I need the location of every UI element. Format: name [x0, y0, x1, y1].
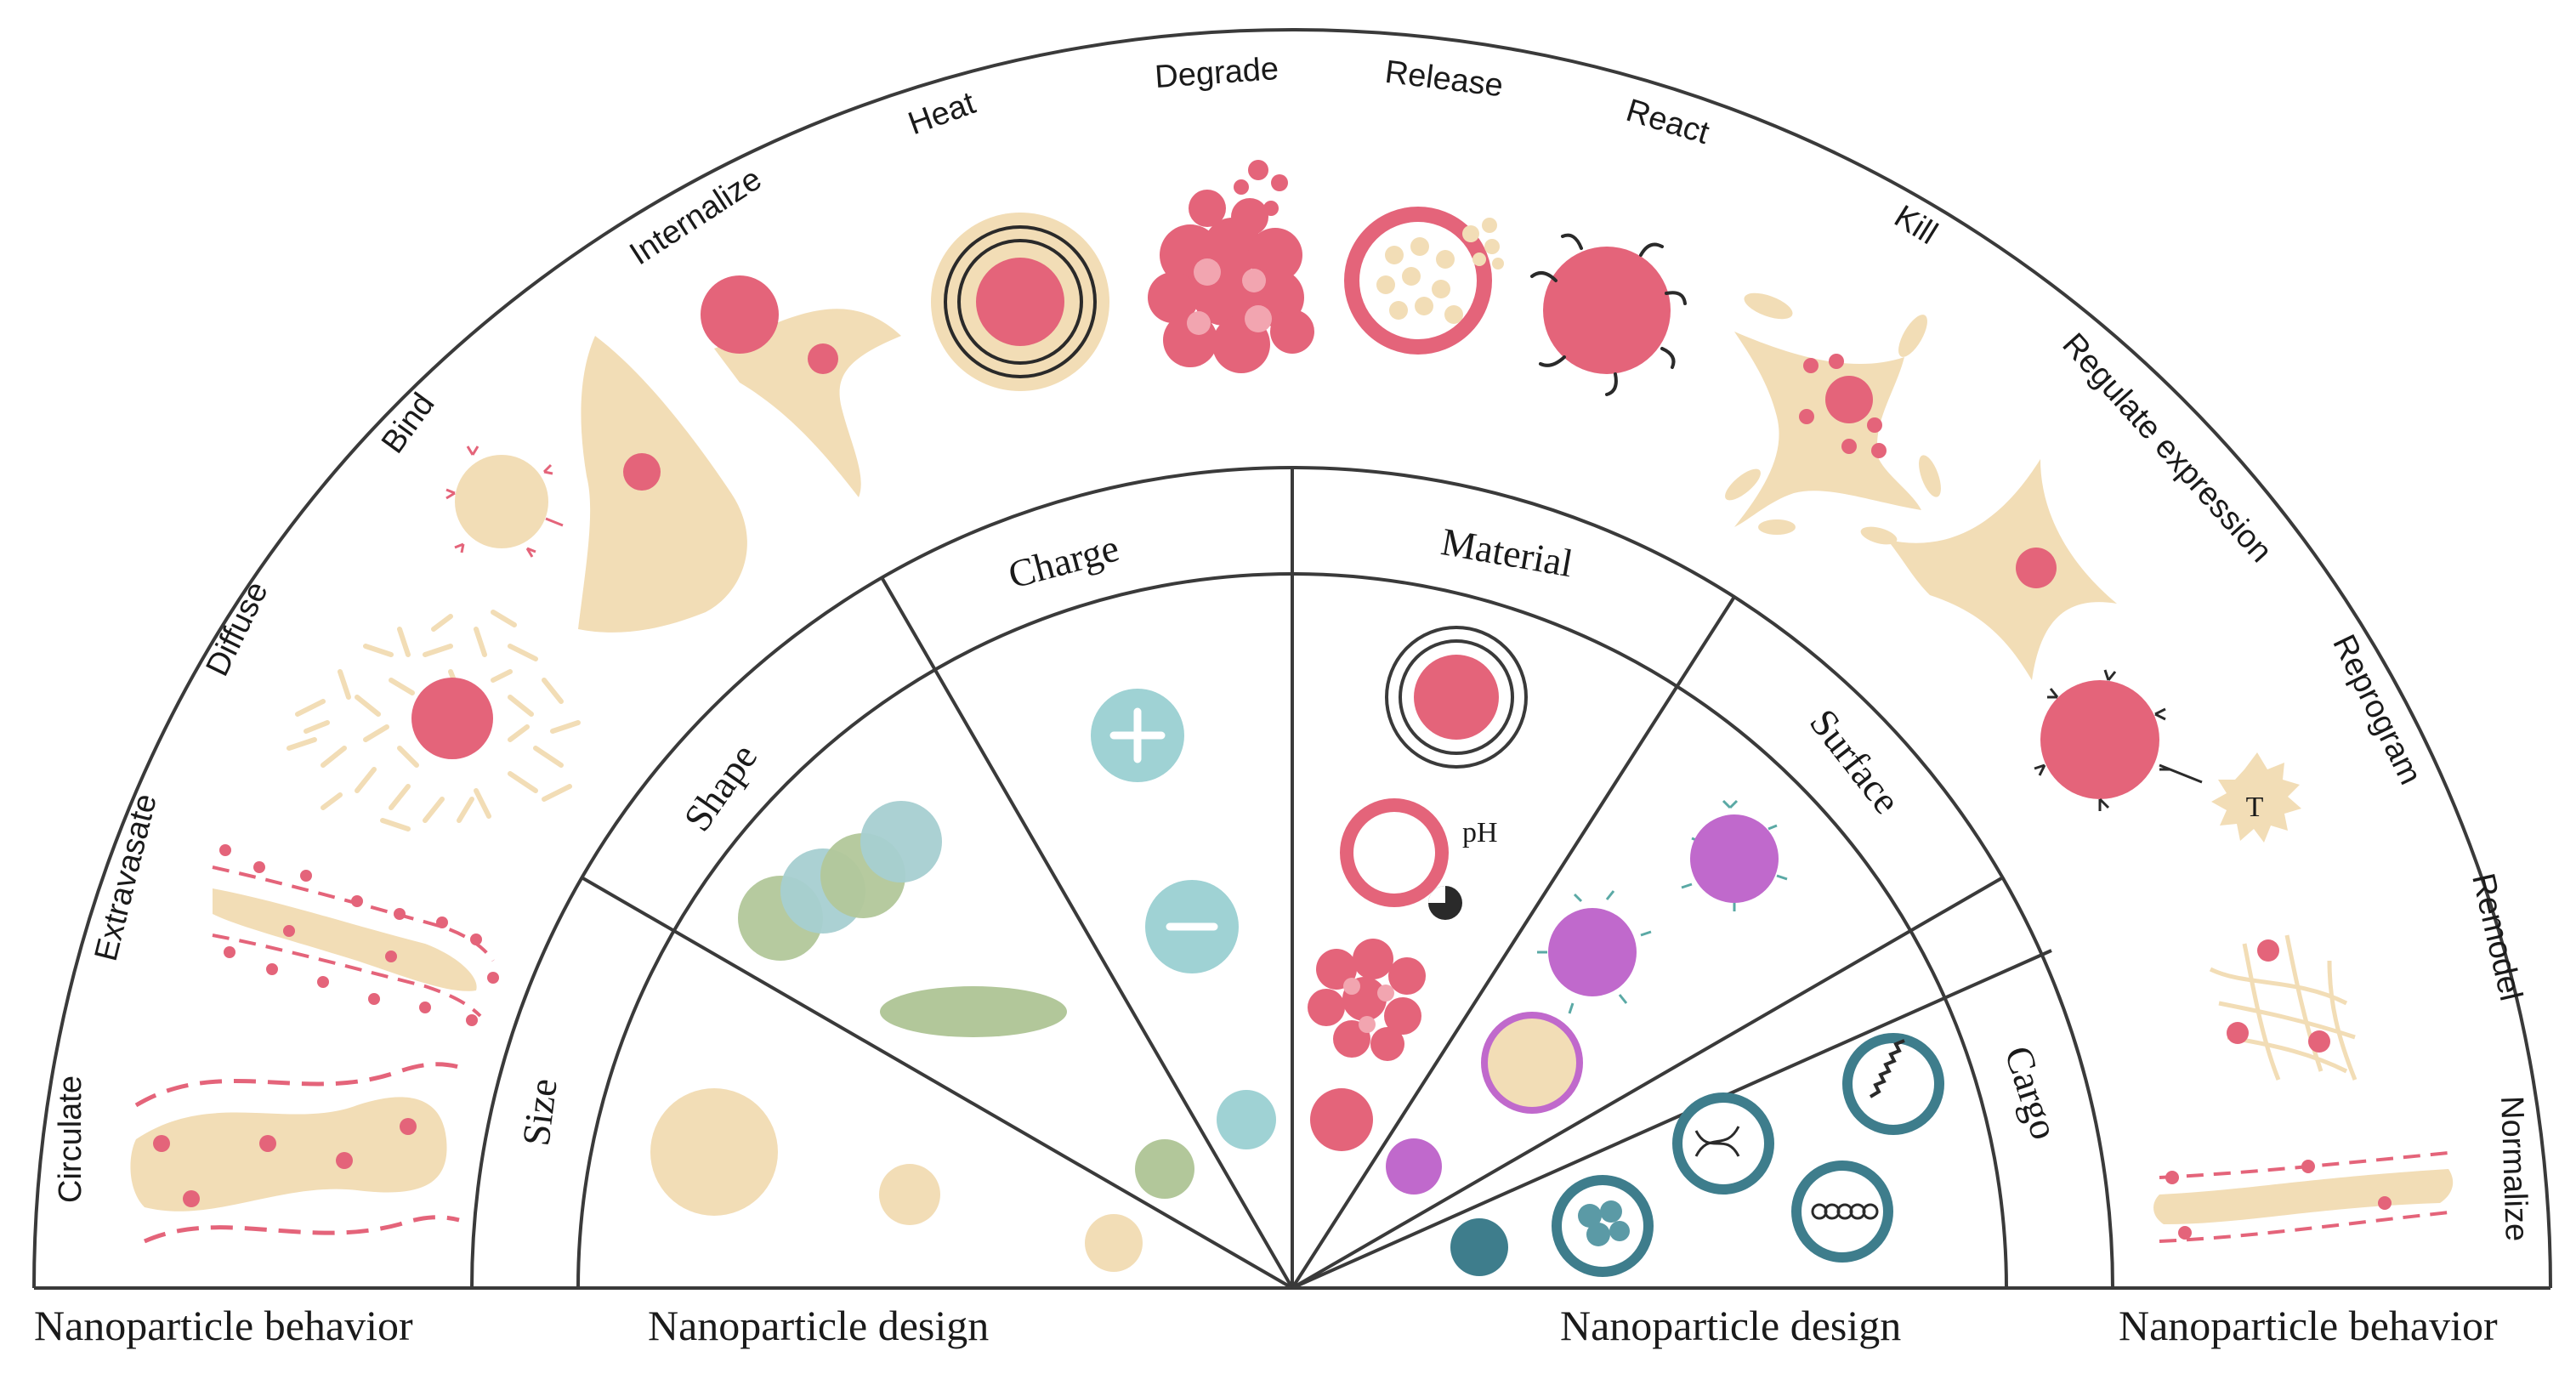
regulate-expression-icon	[1887, 459, 2117, 680]
design-label-size: Size	[513, 1076, 565, 1149]
design-label-cargo: Cargo	[1996, 1041, 2067, 1144]
behavior-label-bind: Bind	[375, 387, 442, 460]
behavior-label-heat: Heat	[904, 85, 980, 142]
behavior-label-extravasate: Extravasate	[88, 791, 164, 965]
right-design-caption: Nanoparticle design	[1560, 1302, 1902, 1349]
behavior-label-diffuse: Diffuse	[200, 576, 275, 682]
kill-icon	[1725, 292, 1941, 545]
shape-icon	[738, 801, 1067, 1037]
outer-arc	[32, 28, 2552, 1289]
divider-material-surface	[1291, 595, 1736, 1290]
charge-icon	[1091, 689, 1276, 1199]
design-labels: Size Shape Charge Material Surface Cargo	[513, 519, 2067, 1148]
cargo-icon	[1450, 1033, 1944, 1277]
internalize-icon	[701, 275, 901, 497]
normalize-icon	[2153, 1150, 2458, 1243]
behavior-label-regulate-expression: Regulate expression	[2055, 326, 2278, 570]
remodel-icon	[2209, 934, 2358, 1081]
behavior-label-circulate: Circulate	[53, 1075, 88, 1203]
design-label-material: Material	[1438, 519, 1576, 585]
behavior-label-react: React	[1622, 93, 1714, 151]
surface-icon	[1386, 799, 1788, 1195]
left-design-caption: Nanoparticle design	[648, 1302, 990, 1349]
size-icon	[650, 1088, 1143, 1272]
behavior-label-internalize: Internalize	[624, 162, 769, 273]
divider-size-shape	[580, 876, 1294, 1290]
left-behavior-caption: Nanoparticle behavior	[34, 1302, 413, 1349]
behavior-label-normalize: Normalize	[2494, 1095, 2534, 1241]
divider-cargo-edge	[1291, 949, 2052, 1290]
extravasate-icon	[212, 844, 499, 1026]
behavior-label-degrade: Degrade	[1154, 51, 1279, 95]
right-behavior-caption: Nanoparticle behavior	[2119, 1302, 2498, 1349]
design-label-charge: Charge	[1004, 525, 1124, 596]
diffuse-icon	[287, 610, 581, 831]
bind-icon	[445, 336, 747, 633]
reprogram-icon: T	[2034, 669, 2301, 843]
circulate-icon	[130, 1062, 460, 1244]
t-cell-label: T	[2246, 792, 2264, 823]
divider-shape-charge	[880, 576, 1294, 1290]
divider-surface-cargo	[1291, 876, 2005, 1290]
material-icon: pH	[1308, 626, 1528, 1151]
behavior-label-remodel: Remodel	[2465, 870, 2528, 1004]
heat-icon	[931, 213, 1109, 391]
behavior-label-release: Release	[1383, 54, 1506, 105]
release-icon	[1344, 207, 1504, 355]
degrade-icon	[1148, 160, 1314, 373]
react-icon	[1530, 233, 1687, 396]
diagram-frame	[32, 28, 2552, 1290]
ph-label: pH	[1462, 817, 1498, 848]
